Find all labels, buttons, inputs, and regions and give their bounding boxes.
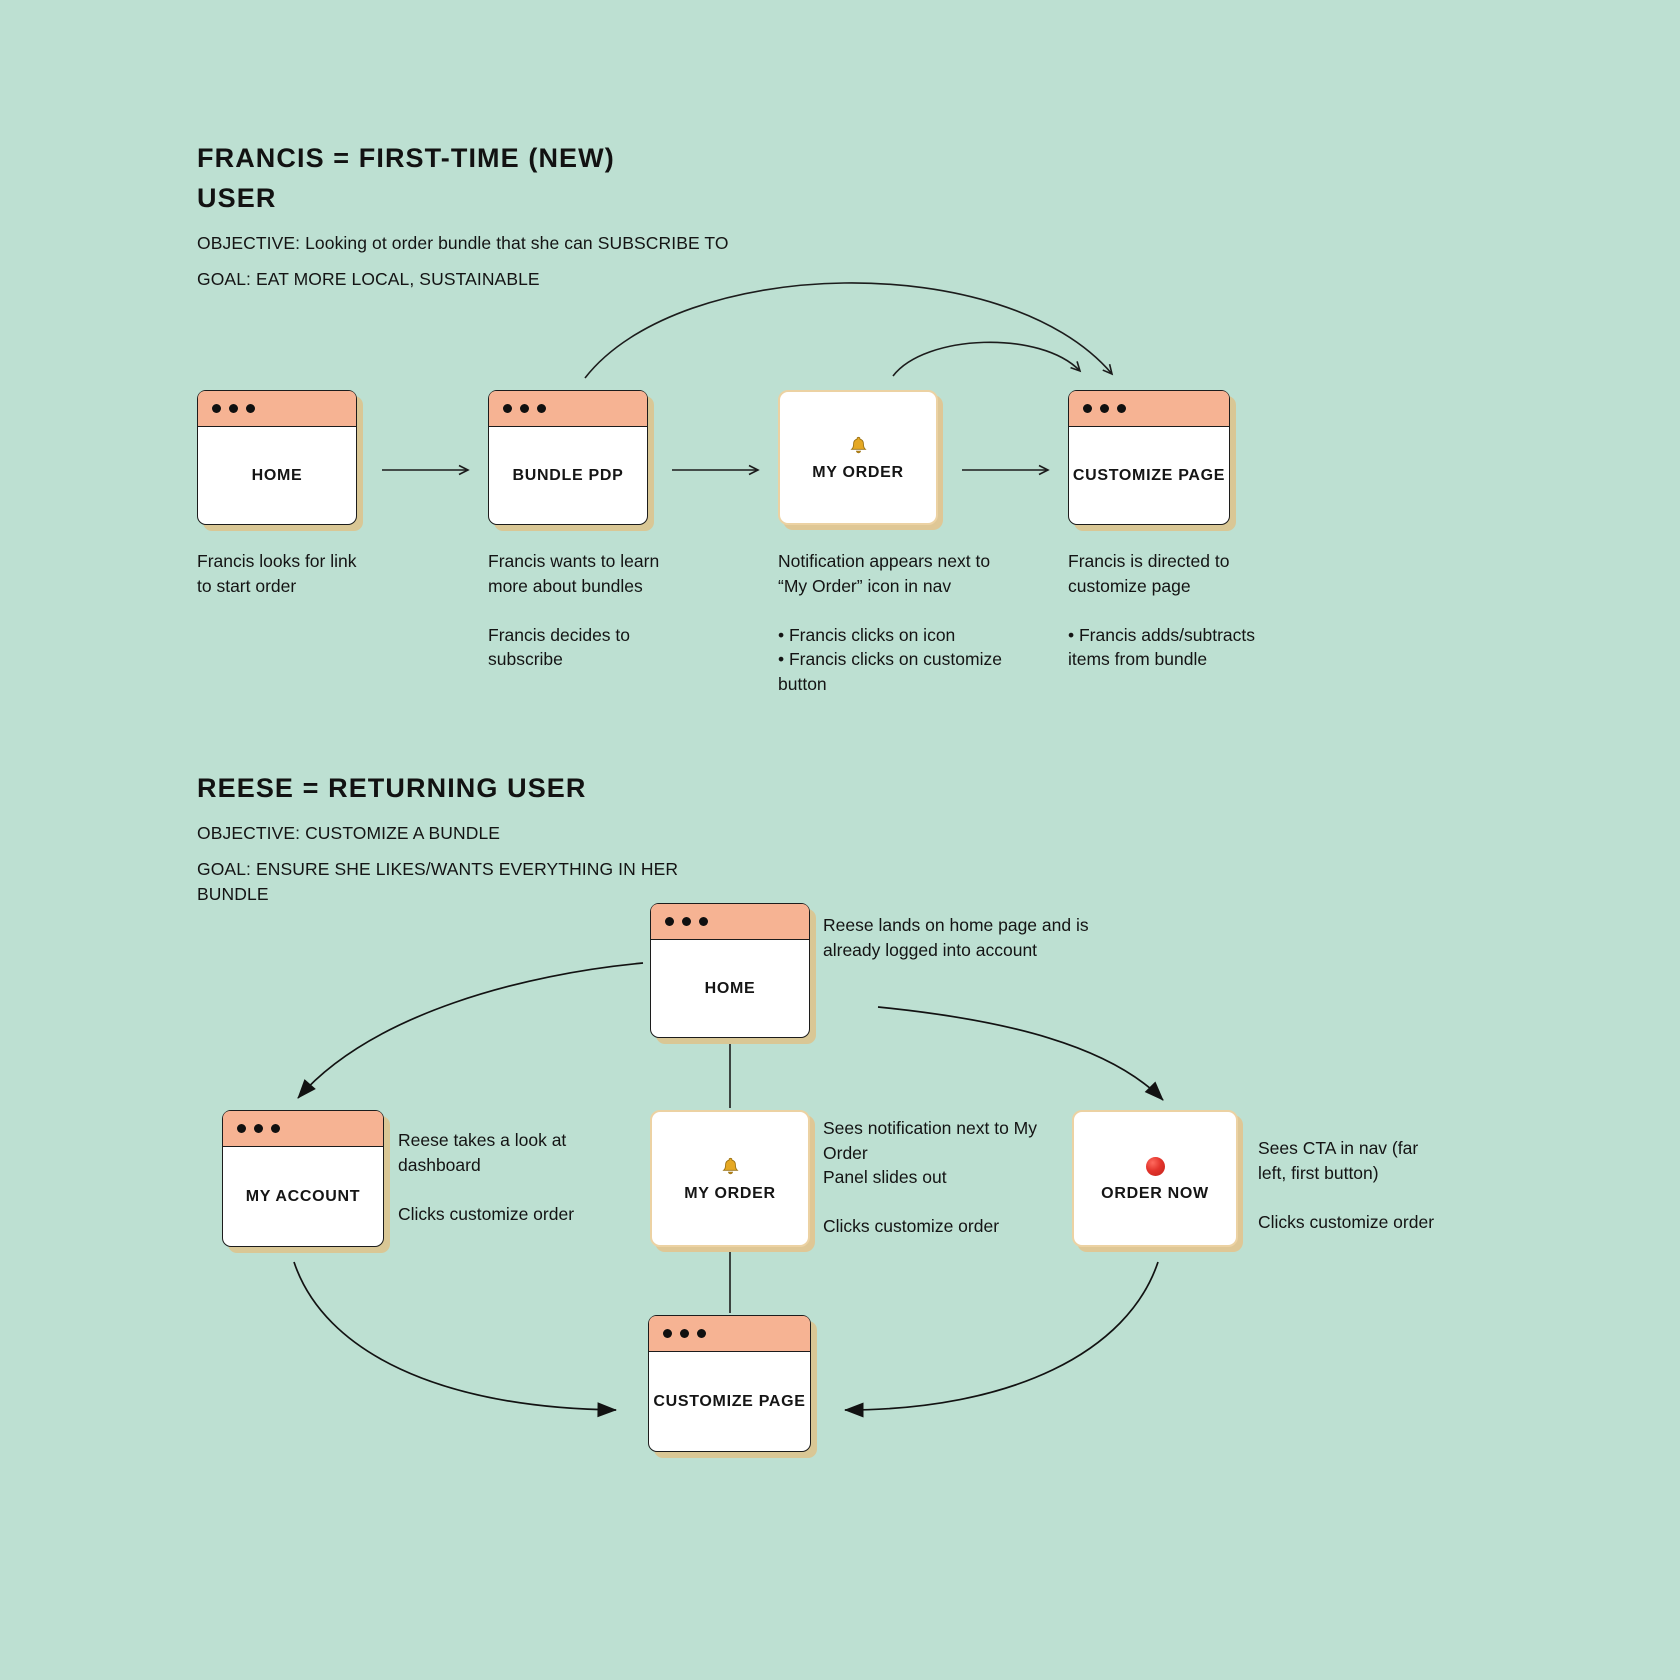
arc-bundle-pdp-to-customize — [584, 282, 1114, 379]
window-control-dot — [254, 1124, 263, 1133]
red-dot-icon — [1145, 1154, 1165, 1178]
window-label: MY ORDER — [812, 464, 904, 481]
bell-icon — [720, 1154, 741, 1178]
section-title-reese: REESE = RETURNING USER — [197, 773, 587, 803]
window-titlebar — [1069, 391, 1229, 427]
francis-goal: GOAL: EAT MORE LOCAL, SUSTAINABLE — [197, 269, 540, 289]
panel-order-now: ORDER NOW — [1072, 1110, 1238, 1247]
curve-home-to-order-now — [877, 1006, 1164, 1101]
window-control-dot — [697, 1329, 706, 1338]
panel-my-order-reese: MY ORDER — [650, 1110, 810, 1247]
arc-my-order-to-customize — [892, 341, 1082, 377]
window-control-dot — [1083, 404, 1092, 413]
window-control-dot — [665, 917, 674, 926]
window-control-dot — [271, 1124, 280, 1133]
curve-home-to-my-account — [297, 962, 644, 1099]
browser-window-home-francis: HOME — [197, 390, 357, 525]
browser-window-customize-reese: CUSTOMIZE PAGE — [648, 1315, 811, 1452]
window-titlebar — [198, 391, 356, 427]
window-control-dot — [699, 917, 708, 926]
window-control-dot — [1117, 404, 1126, 413]
note-my-account: Reese takes a look at dashboard Clicks c… — [398, 1130, 575, 1224]
reese-goal: GOAL: ENSURE SHE LIKES/WANTS EVERYTHING … — [197, 859, 679, 904]
browser-window-customize-francis: CUSTOMIZE PAGE — [1068, 390, 1230, 525]
window-label: HOME — [704, 979, 756, 997]
curve-order-now-to-customize — [844, 1261, 1159, 1418]
window-label: ORDER NOW — [1101, 1185, 1209, 1202]
window-control-dot — [520, 404, 529, 413]
window-control-dot — [680, 1329, 689, 1338]
window-control-dot — [682, 917, 691, 926]
window-label: CUSTOMIZE PAGE — [1072, 466, 1226, 484]
browser-window-my-account: MY ACCOUNT — [222, 1110, 384, 1247]
window-label: HOME — [251, 466, 303, 484]
window-label: MY ORDER — [684, 1185, 776, 1202]
browser-window-home-reese: HOME — [650, 903, 810, 1038]
note-home-francis: Francis looks for link to start order — [197, 551, 357, 596]
window-control-dot — [246, 404, 255, 413]
section-title-francis: FRANCIS = FIRST-TIME (NEW) USER — [197, 143, 615, 213]
window-control-dot — [537, 404, 546, 413]
window-control-dot — [237, 1124, 246, 1133]
window-label: CUSTOMIZE PAGE — [653, 1392, 806, 1410]
window-control-dot — [229, 404, 238, 413]
note-home-reese: Reese lands on home page and is already … — [823, 915, 1089, 960]
reese-objective: OBJECTIVE: CUSTOMIZE A BUNDLE — [197, 823, 501, 843]
window-control-dot — [212, 404, 221, 413]
note-bundle-pdp: Francis wants to learn more about bundle… — [488, 551, 660, 669]
window-label: MY ACCOUNT — [245, 1187, 361, 1205]
window-label: BUNDLE PDP — [512, 466, 624, 484]
window-control-dot — [503, 404, 512, 413]
browser-window-bundle-pdp: BUNDLE PDP — [488, 390, 648, 525]
note-order-now: Sees CTA in nav (far left, first button)… — [1258, 1138, 1435, 1232]
francis-objective: OBJECTIVE: Looking ot order bundle that … — [197, 233, 729, 253]
window-titlebar — [649, 1316, 810, 1352]
window-titlebar — [489, 391, 647, 427]
note-my-order-francis: Notification appears next to “My Order” … — [778, 551, 1002, 694]
curve-my-account-to-customize — [293, 1261, 617, 1418]
window-control-dot — [663, 1329, 672, 1338]
window-control-dot — [1100, 404, 1109, 413]
window-titlebar — [651, 904, 809, 940]
note-my-order-reese: Sees notification next to My Order Panel… — [823, 1118, 1037, 1236]
bell-icon — [848, 433, 869, 457]
panel-my-order-francis: MY ORDER — [778, 390, 938, 525]
window-titlebar — [223, 1111, 383, 1147]
note-customize-francis: Francis is directed to customize page • … — [1068, 551, 1256, 669]
